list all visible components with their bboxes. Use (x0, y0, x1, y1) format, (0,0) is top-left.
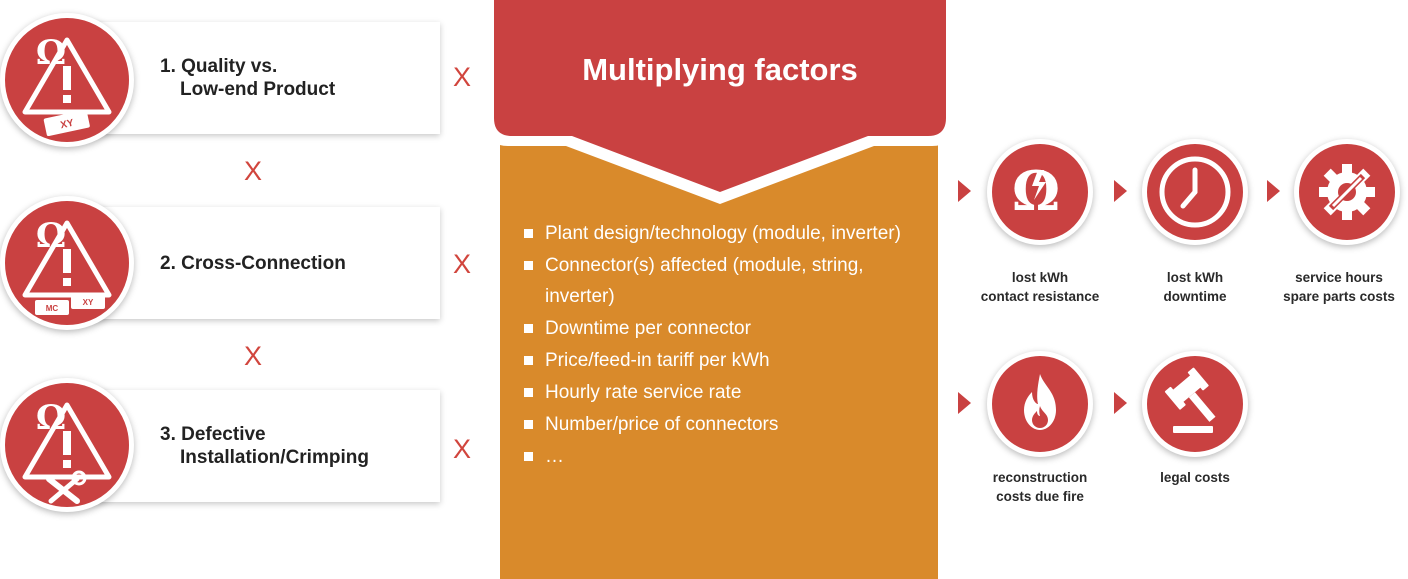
svg-text:Ω: Ω (36, 216, 66, 256)
label-line: legal costs (1160, 470, 1230, 485)
label-line: service hours (1295, 270, 1383, 285)
factor-item: … (524, 441, 914, 472)
fire-icon (987, 351, 1093, 457)
bullet-square-icon (524, 452, 533, 461)
label-line: costs due fire (996, 489, 1084, 504)
gavel-icon (1142, 351, 1248, 457)
step-2-line1: 2. Cross-Connection (160, 252, 346, 274)
multiply-operator: X (244, 156, 263, 186)
arrow-right-icon (958, 392, 971, 414)
gear-wrench-icon (1294, 139, 1400, 245)
factor-text: Price/feed-in tariff per kWh (545, 350, 770, 371)
multiply-operator: X (453, 62, 472, 92)
consequence-label: reconstruction costs due fire (970, 468, 1110, 506)
bullet-square-icon (524, 388, 533, 397)
step-3-line1: 3. Defective (160, 424, 266, 445)
consequence-label: service hours spare parts costs (1272, 268, 1406, 306)
consequence-label: lost kWh downtime (1135, 268, 1255, 306)
factor-text: Downtime per connector (545, 318, 751, 339)
label-line: downtime (1163, 289, 1227, 304)
label-line: reconstruction (992, 470, 1088, 485)
bullet-square-icon (524, 356, 533, 365)
label-line: lost kWh (1011, 270, 1069, 285)
factor-item: Downtime per connector (524, 313, 914, 344)
omega-lightning-icon: Ω (987, 139, 1093, 245)
factor-item: Plant design/technology (module, inverte… (524, 218, 914, 249)
step-3-line2: Installation/Crimping (180, 447, 369, 468)
svg-text:Ω: Ω (1012, 159, 1060, 223)
factor-item: Number/price of connectors (524, 409, 914, 440)
svg-text:Ω: Ω (36, 33, 66, 73)
bullet-square-icon (524, 229, 533, 238)
svg-text:Ω: Ω (36, 398, 66, 438)
step-1-line2: Low-end Product (180, 79, 336, 100)
warning-omega-crossconnection-icon: Ω MC XY (0, 196, 134, 330)
multiply-operator: X (244, 341, 263, 371)
connector-tag: XY (59, 118, 75, 132)
multiply-operator: X (453, 249, 472, 279)
factor-text: … (545, 446, 564, 467)
consequence-label: lost kWh contact resistance (970, 268, 1110, 306)
factor-item: Price/feed-in tariff per kWh (524, 345, 914, 376)
factor-item: Hourly rate service rate (524, 377, 914, 408)
clock-icon (1142, 139, 1248, 245)
multiply-operator: X (453, 434, 472, 464)
factors-header-shape (488, 0, 952, 204)
label-line: spare parts costs (1283, 289, 1395, 304)
step-label-1: 1. Quality vs. Low-end Product (160, 22, 335, 134)
consequence-label: legal costs (1135, 468, 1255, 487)
label-line: lost kWh (1166, 270, 1224, 285)
factors-title: Multiplying factors (582, 52, 858, 87)
connector-tag-right: XY (83, 298, 94, 307)
step-1-line1: 1. Quality vs. (160, 56, 278, 77)
bullet-square-icon (524, 261, 533, 270)
arrow-right-icon (1114, 180, 1127, 202)
arrow-right-icon (1114, 392, 1127, 414)
warning-omega-tools-icon: Ω (0, 378, 134, 512)
connector-tag-left: MC (46, 304, 59, 313)
factor-text: Connector(s) affected (module, string, i… (545, 255, 864, 307)
factor-text: Plant design/technology (module, inverte… (545, 223, 901, 244)
arrow-right-icon (958, 180, 971, 202)
bullet-square-icon (524, 420, 533, 429)
factor-item: Connector(s) affected (module, string, i… (524, 250, 914, 312)
label-line: contact resistance (980, 289, 1100, 304)
bullet-square-icon (524, 324, 533, 333)
factor-text: Hourly rate service rate (545, 382, 742, 403)
warning-omega-connector-icon: Ω XY (0, 13, 134, 147)
arrow-right-icon (1267, 180, 1280, 202)
step-label-2: 2. Cross-Connection (160, 207, 346, 319)
step-label-3: 3. Defective Installation/Crimping (160, 390, 369, 502)
factors-list: Plant design/technology (module, inverte… (524, 218, 914, 473)
factor-text: Number/price of connectors (545, 414, 779, 435)
